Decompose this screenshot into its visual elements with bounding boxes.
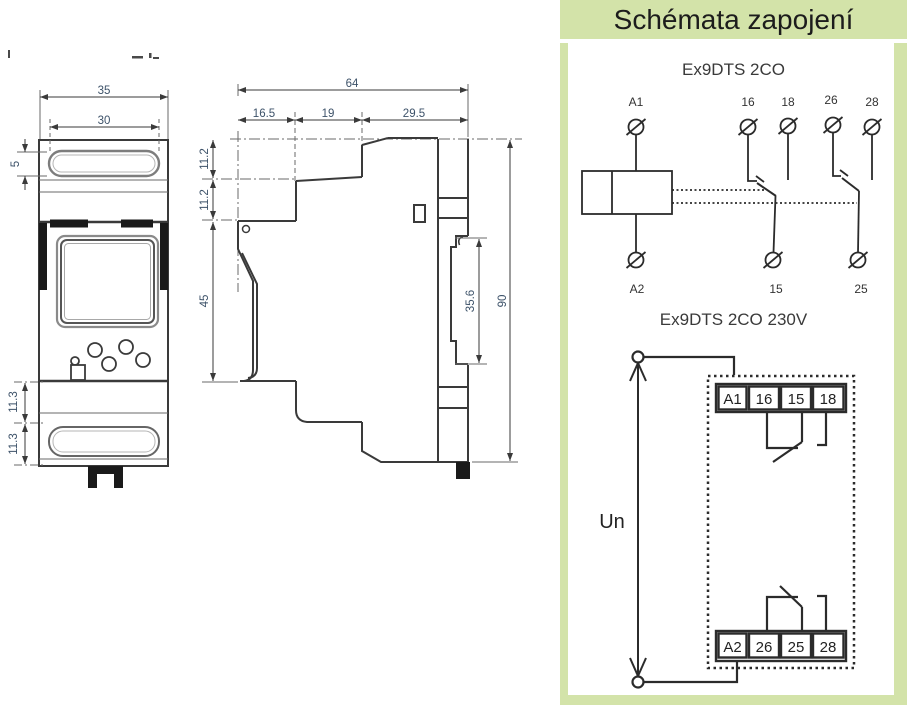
diagram1-title: Ex9DTS 2CO [682, 60, 785, 79]
terminal-a2-label: A2 [630, 282, 645, 296]
front-view-dimensions: 35 30 5 11.3 11.3 [8, 85, 169, 466]
diagram2-lines [629, 350, 856, 689]
device-outline [706, 374, 856, 670]
dim-depth-total: 64 [346, 78, 359, 90]
panel-header: Schémata zapojení [560, 0, 907, 39]
lcd-display [55, 234, 160, 329]
dim-section-b: 11.3 [8, 433, 20, 455]
right-side-bar [160, 223, 168, 290]
dim-slot-height: 5 [10, 161, 22, 167]
dim-width-inner: 30 [98, 115, 111, 127]
dim-top-b: 11.2 [199, 189, 211, 211]
diagram2-schematic: Un A1 16 15 18 A2 26 25 28 [599, 350, 856, 689]
box-16-label: 16 [756, 391, 773, 408]
dim-section-a: 11.3 [8, 391, 20, 413]
box-a2-label: A2 [723, 639, 741, 656]
side-view-drawing [202, 84, 522, 479]
box-a1-label: A1 [723, 391, 741, 408]
panel-body [568, 43, 894, 695]
terminal-18-label: 18 [781, 95, 795, 109]
dim-rail-slot: 35.6 [465, 290, 477, 312]
box-28-label: 28 [820, 639, 837, 656]
box-15-label: 15 [788, 391, 805, 408]
box-25-label: 25 [788, 639, 805, 656]
header-divider [560, 39, 907, 43]
cropped-text-fragment [8, 50, 159, 59]
terminal-a1-label: A1 [629, 95, 644, 109]
dim-seg2: 19 [322, 108, 335, 120]
side-profile [237, 137, 469, 463]
wiring-panel: Schémata zapojení Ex9DTS 2CO [560, 0, 907, 705]
left-side-bar [39, 223, 47, 290]
panel-title: Schémata zapojení [613, 3, 854, 35]
dim-width-outer: 35 [98, 85, 111, 97]
diagram1-labels: A1 16 18 26 28 A2 15 25 [629, 93, 879, 296]
diagram1-lines [581, 116, 883, 269]
dim-seg3: 29.5 [403, 108, 425, 120]
dim-seg1: 16.5 [253, 108, 275, 120]
voltage-un-label: Un [599, 511, 625, 533]
din-tab [456, 462, 470, 479]
terminal-28-label: 28 [865, 95, 879, 109]
box-26-label: 26 [756, 639, 773, 656]
terminal-16-label: 16 [741, 95, 755, 109]
buttons [70, 339, 151, 381]
terminal-25-label: 25 [854, 282, 868, 296]
dim-top-a: 11.2 [199, 148, 211, 170]
box-18-label: 18 [820, 391, 837, 408]
terminal-26-label: 26 [824, 93, 838, 107]
din-clip [88, 466, 123, 488]
dim-front-height: 45 [199, 295, 211, 308]
dim-height-total: 90 [497, 295, 509, 308]
terminal-15-label: 15 [769, 282, 783, 296]
diagram2-title: Ex9DTS 2CO 230V [659, 310, 808, 329]
front-view-drawing [38, 139, 169, 488]
side-view-dimensions: 64 16.5 19 29.5 11.2 11.2 45 35.6 90 [199, 78, 518, 463]
dimension-drawings: 35 30 5 11.3 11.3 [8, 50, 522, 488]
diagram1-schematic: A1 16 18 26 28 A2 15 25 [581, 93, 883, 296]
diagram2-labels: Un A1 16 15 18 A2 26 25 28 [599, 391, 836, 656]
